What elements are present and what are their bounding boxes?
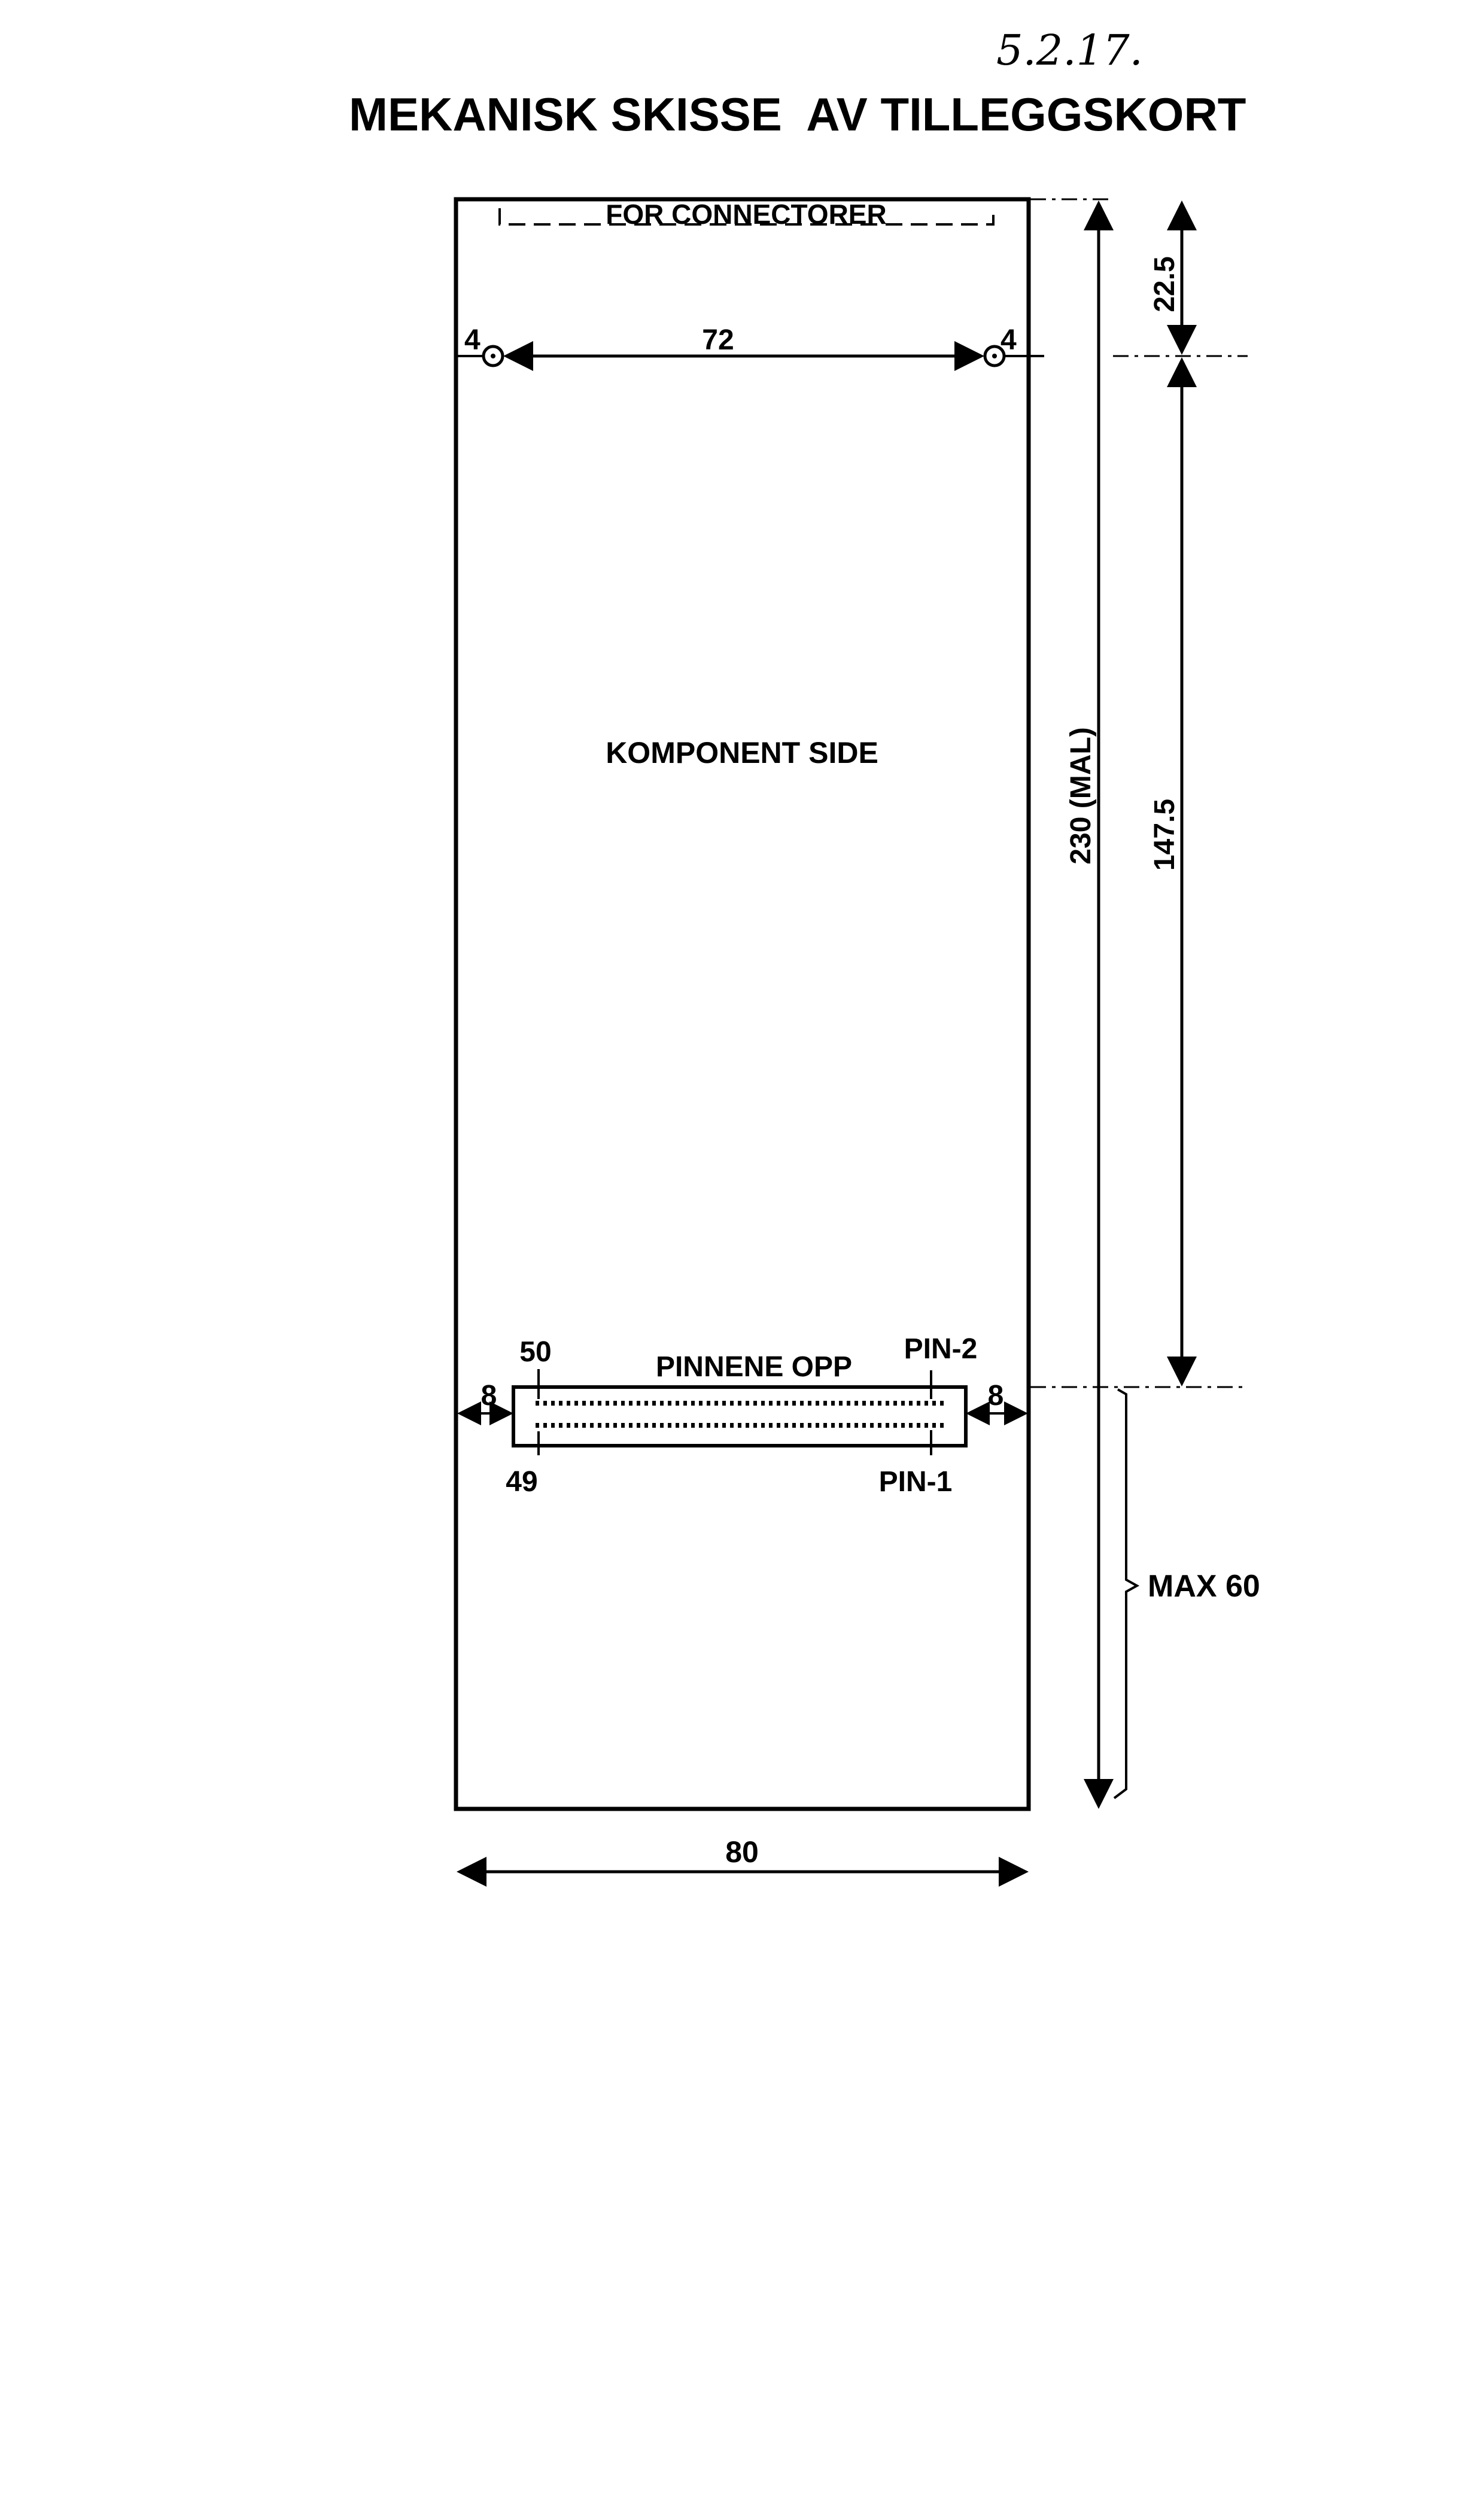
page-title: MEKANISK SKISSE AV TILLEGGSKORT <box>349 88 1246 141</box>
holes-to-connector-label: 147.5 <box>1149 799 1181 871</box>
connector-body <box>512 1385 968 1447</box>
top-to-holes-label: 22.5 <box>1149 256 1181 312</box>
board-outline <box>454 197 1031 1811</box>
right-hole-offset-label: 4 <box>1001 324 1017 356</box>
connector-zone-label: FOR CONNECTORER <box>606 199 886 230</box>
connector-right-margin-label: 8 <box>988 1380 1004 1412</box>
overall-height-label: 230 (MAL) <box>1065 727 1097 864</box>
left-hole-center <box>491 354 495 358</box>
right-hole-center <box>992 354 997 358</box>
edge-connector: 50 PINNENE OPP PIN-2 49 PIN-1 8 8 <box>457 1333 1028 1498</box>
max-60-brace <box>1113 1388 1140 1799</box>
page-reference: 5.2.17. <box>996 26 1143 75</box>
board-width-label: 80 <box>725 1835 759 1869</box>
below-connector-label: MAX 60 <box>1148 1569 1260 1604</box>
connector-left-margin-label: 8 <box>481 1380 497 1412</box>
component-side-label: KOMPONENT SIDE <box>606 736 878 770</box>
hole-spacing-label: 72 <box>702 324 734 356</box>
connector-label: PINNENE OPP <box>656 1351 852 1383</box>
mounting-holes: 4 72 4 <box>458 324 1044 371</box>
pin-49-label: 49 <box>506 1466 537 1498</box>
right-mounting-hole <box>983 345 1006 367</box>
pin-2-label: PIN-2 <box>904 1333 978 1365</box>
pin-50-label: 50 <box>519 1336 551 1368</box>
left-hole-offset-label: 4 <box>464 324 481 356</box>
connector-zone-box <box>498 208 995 226</box>
left-mounting-hole <box>482 345 504 367</box>
pin-1-label: PIN-1 <box>879 1466 953 1498</box>
